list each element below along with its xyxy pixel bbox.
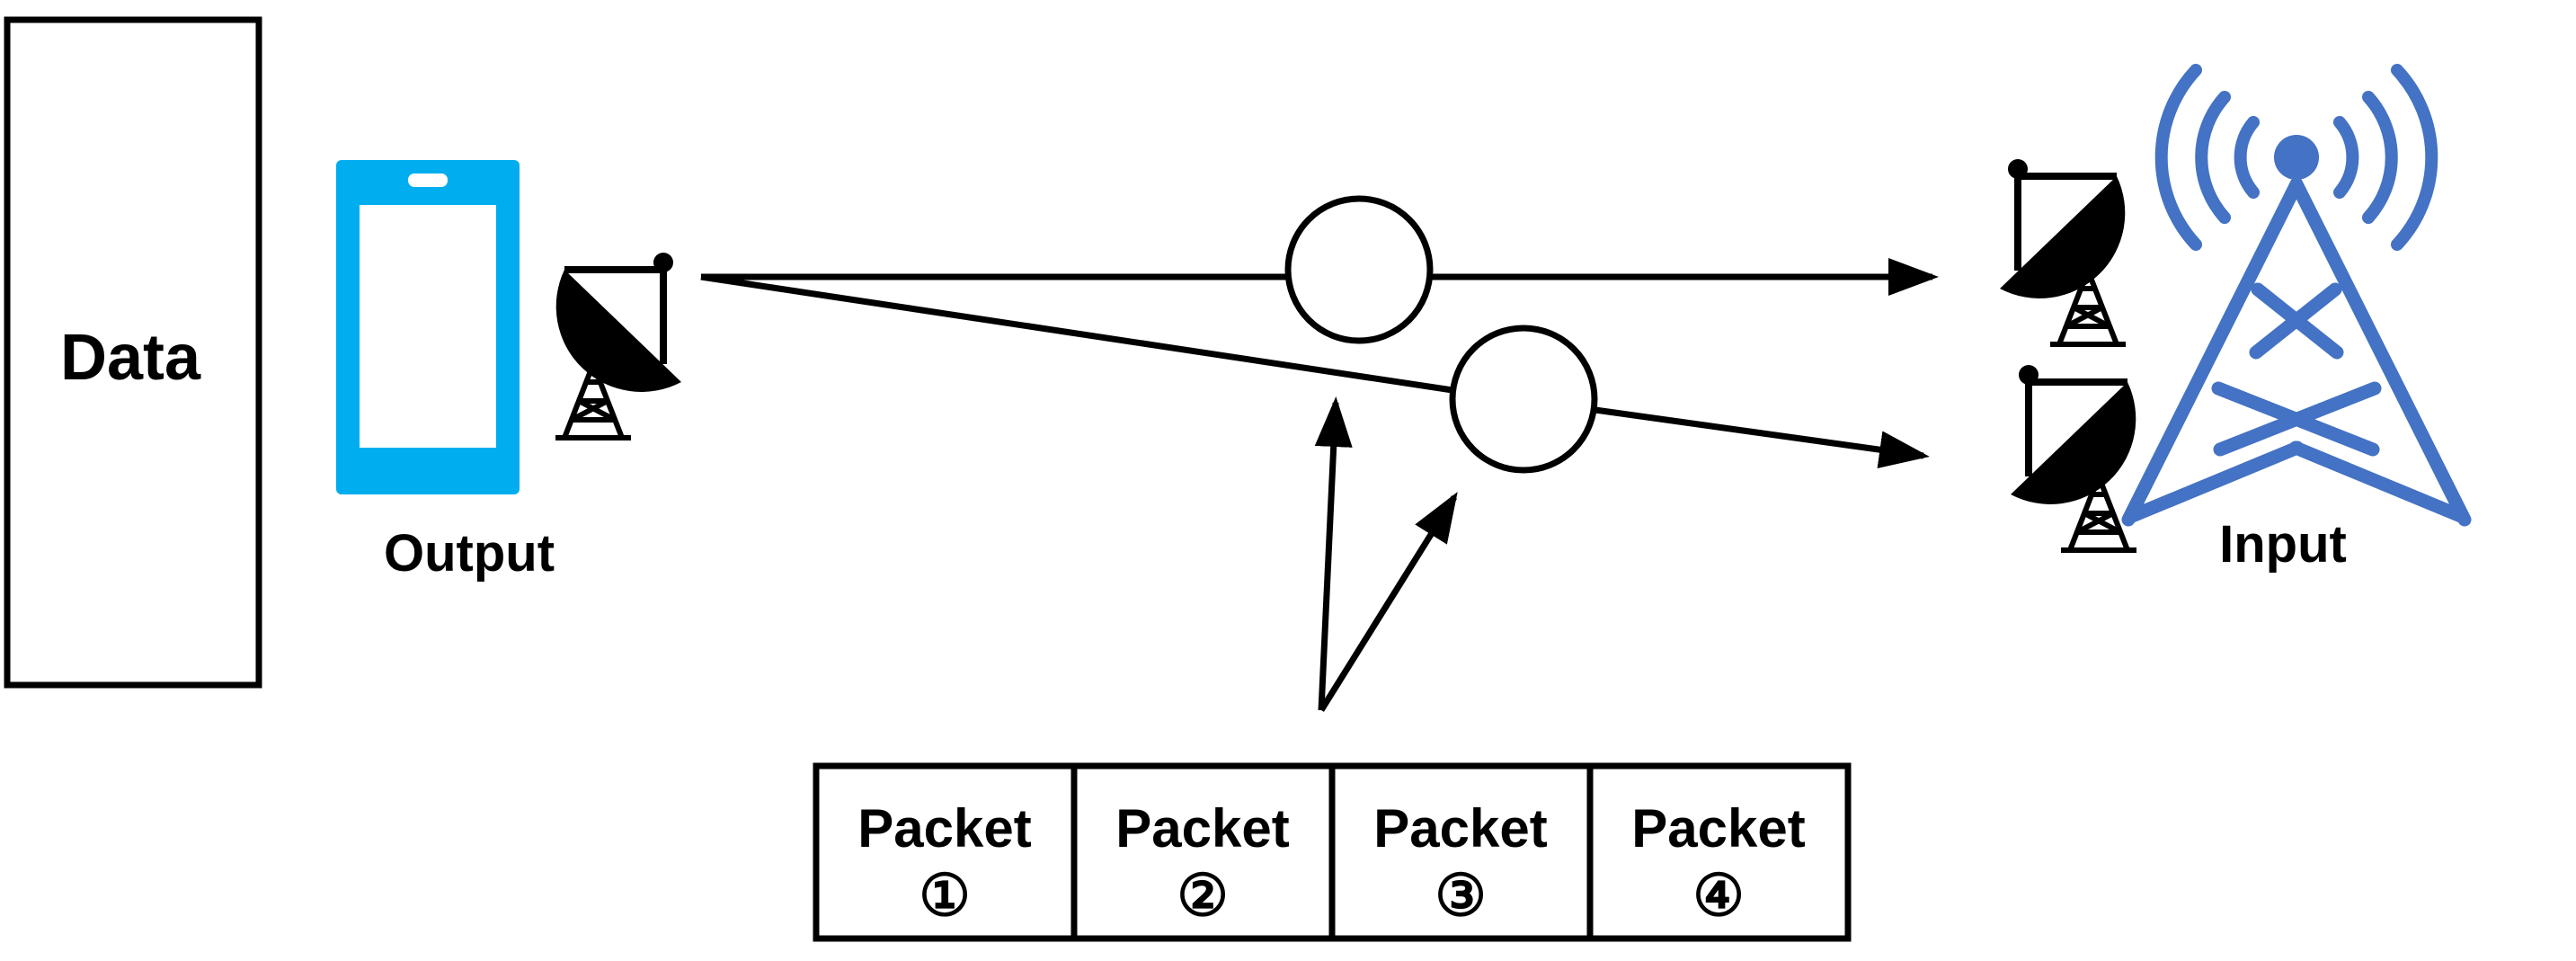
packet-number: ④ <box>1692 863 1744 928</box>
lower-path-arrow <box>1594 406 1930 469</box>
packet-cell: Packet ② <box>1115 798 1289 928</box>
packet-label: Packet <box>1373 798 1547 859</box>
packet-label: Packet <box>1631 798 1805 859</box>
packet-bar: Packet ① Packet ② Packet ③ Packet ④ <box>813 762 1852 942</box>
lower-path-segment <box>700 273 1453 394</box>
packet-node <box>1284 195 1434 344</box>
cell-tower-icon <box>2121 64 2472 527</box>
packet-node <box>1449 325 1598 474</box>
data-box: Data <box>4 16 262 689</box>
packet-number: ③ <box>1435 863 1486 928</box>
transmission-lines <box>700 258 1939 469</box>
packet-label: Packet <box>857 798 1031 859</box>
packet-arrow <box>1319 492 1458 712</box>
packet-cell: Packet ④ <box>1631 798 1805 928</box>
packet-number: ① <box>919 863 970 928</box>
packet-arrow <box>1314 396 1353 711</box>
output-label: Output <box>384 524 555 583</box>
satellite-dish-icon <box>555 253 681 440</box>
data-label: Data <box>60 322 201 394</box>
packet-label: Packet <box>1115 798 1289 859</box>
packet-number: ② <box>1177 863 1228 928</box>
input-label: Input <box>2219 515 2347 574</box>
satellite-dish-icon <box>2000 159 2126 347</box>
packet-cell: Packet ③ <box>1373 798 1547 928</box>
smartphone-icon <box>336 160 520 494</box>
satellite-dish-icon <box>2011 365 2136 553</box>
packet-arrows <box>1314 396 1458 712</box>
packet-cell: Packet ① <box>857 798 1031 928</box>
